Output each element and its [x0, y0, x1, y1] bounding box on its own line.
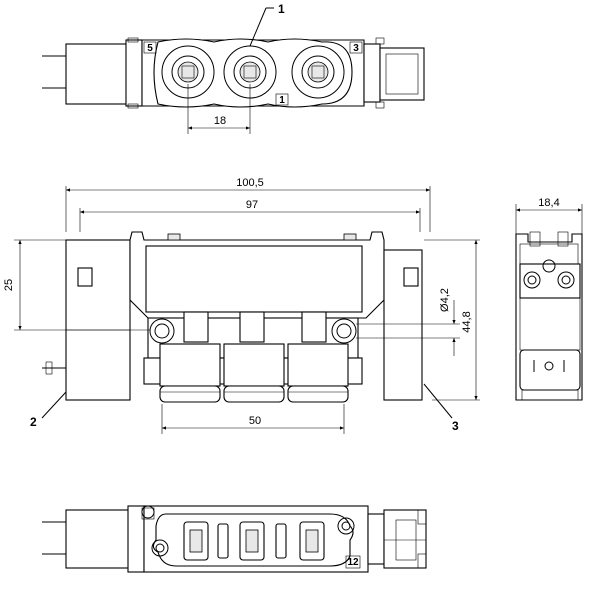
dim-side-width: 18,4: [538, 197, 559, 209]
side-view: 18,4: [515, 197, 583, 401]
dim-body-length: 97: [246, 199, 258, 211]
port-fitting-right: [291, 45, 345, 99]
top-view: 5 3 1 1 18: [42, 2, 425, 134]
dim-height-44-8: 44,8: [461, 311, 473, 332]
dim-pitch-50: 50: [249, 415, 261, 427]
port-front-middle: [223, 311, 285, 403]
port-label-3: 3: [353, 43, 359, 54]
callout-2: 2: [30, 415, 37, 429]
port-front-right: [287, 311, 349, 403]
port-label-1: 1: [279, 95, 285, 106]
dim-overall-length: 100,5: [236, 177, 264, 189]
port-label-12: 12: [347, 557, 359, 568]
port-front-left: [159, 311, 221, 403]
front-view: 100,5 97: [3, 177, 480, 434]
callout-3: 3: [452, 419, 459, 433]
dim-hole-diameter: Ø4,2: [439, 288, 451, 312]
port-fitting-left: [161, 45, 215, 99]
port-label-5: 5: [147, 43, 153, 54]
callout-1: 1: [278, 2, 285, 16]
dim-pitch-18: 18: [214, 115, 226, 127]
dim-height-25: 25: [3, 279, 15, 291]
bottom-view: 12: [42, 505, 427, 573]
